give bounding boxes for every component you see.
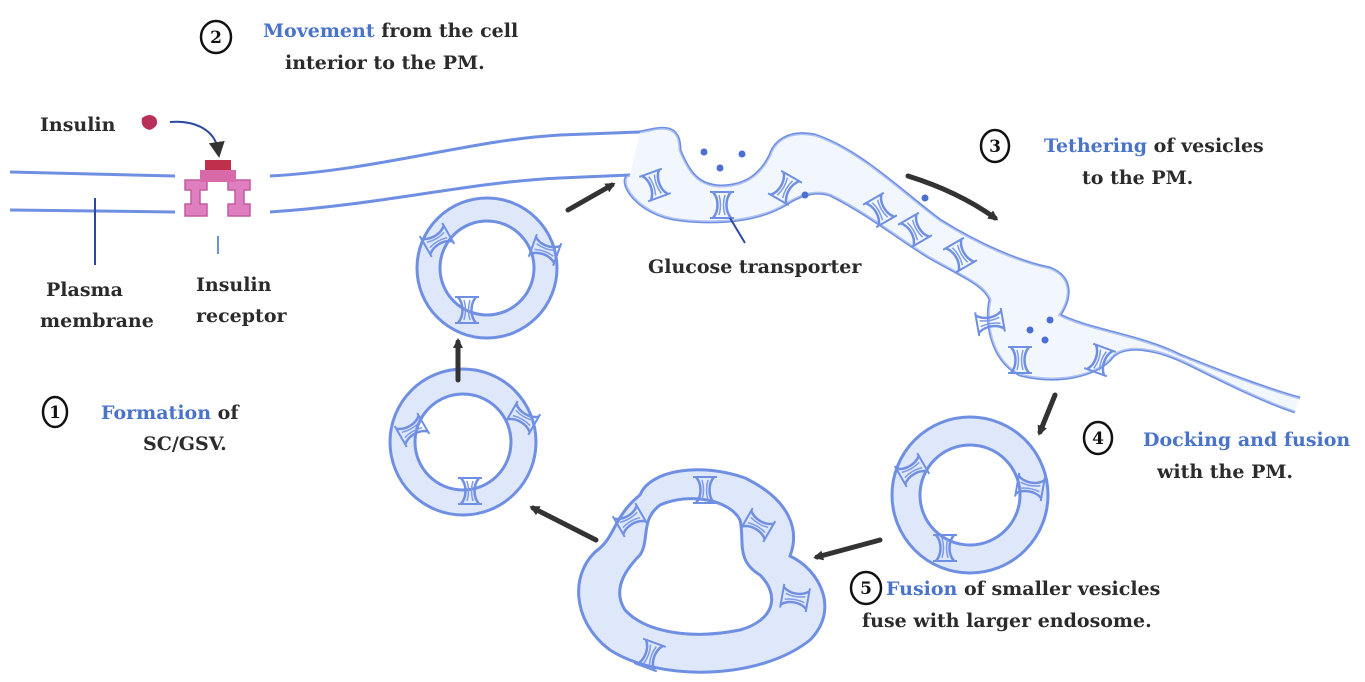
glucose-transporter-pointer [730,218,745,243]
arrow-to-middle-vesicle [533,508,596,540]
insulin-molecule [142,115,218,150]
plasma-membrane-label-1: Plasma [46,279,123,301]
glucose-transporter-label: Glucose transporter [648,256,862,278]
step-4-number: 4 [1092,429,1104,449]
step-4: 4 Docking and fusion with the PM. [1084,422,1350,483]
svg-text:Movement from the cell: Movement from the cell [263,20,518,42]
step-5: 5 Fusion of smaller vesicles fuse with l… [851,572,1160,632]
step-1-number: 1 [49,403,61,423]
vesicle-right [892,417,1048,573]
step-5-number: 5 [860,579,872,599]
step-2-text-2: interior to the PM. [285,52,485,74]
insulin-receptor-label-1: Insulin [196,274,272,296]
step-5-text-2: fuse with larger endosome. [862,610,1152,632]
step-2-text-1: from the cell [375,20,519,42]
arrow-down [1040,395,1055,432]
step-1-text-2: SC/GSV. [143,433,227,455]
step-3: 3 Tethering of vesicles to the PM. [981,130,1264,189]
insulin-receptor-label-2: receptor [196,305,287,327]
step-4-text-2: with the PM. [1156,461,1293,483]
step-4-keyword: Docking and fusion [1143,429,1350,451]
step-2: 2 Movement from the cell interior to the… [201,20,518,74]
step-3-text-1: of vesicles [1147,135,1264,157]
insulin-receptor [185,160,250,254]
arrow-to-membrane [568,185,612,210]
step-1-keyword: Formation [101,402,211,424]
insulin-label: Insulin [40,114,116,136]
plasma-membrane-label-2: membrane [40,310,154,332]
step-2-keyword: Movement [263,20,375,42]
step-3-text-2: to the PM. [1082,167,1193,189]
vesicle-top-left [417,198,561,338]
step-1-text-1: of [211,402,240,424]
arrow-to-endosome [817,540,880,557]
step-3-keyword: Tethering [1044,135,1147,157]
large-endosome [579,470,825,672]
step-2-number: 2 [210,28,222,48]
svg-text:Formation of: Formation of [101,402,240,424]
step-5-text-1: of smaller vesicles [957,578,1160,600]
step-3-number: 3 [989,137,1001,157]
step-1: 1 Formation of SC/GSV. [43,397,240,455]
step-5-keyword: Fusion [886,578,958,600]
vesicle-middle-left [390,369,540,515]
svg-text:Fusion of smaller vesicles: Fusion of smaller vesicles [886,578,1160,600]
svg-text:Tethering of vesicles: Tethering of vesicles [1044,135,1264,157]
